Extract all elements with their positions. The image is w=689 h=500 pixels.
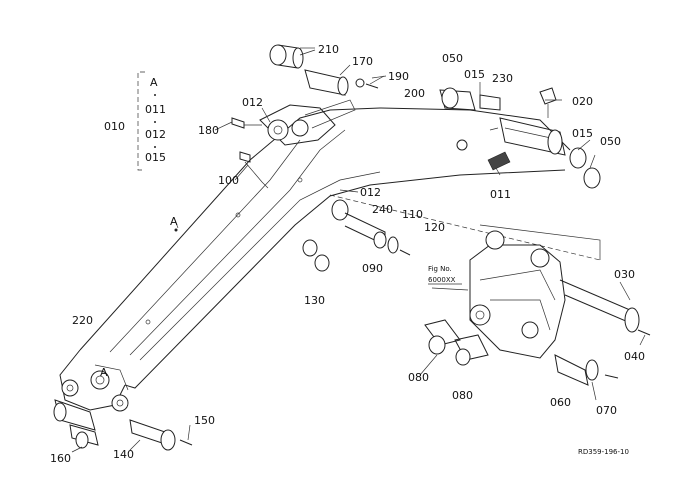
- callout-a-dot: [174, 228, 178, 232]
- callout-020: 020: [572, 95, 593, 108]
- pin-170: [304, 69, 385, 96]
- callout-080-bottom: 080: [452, 389, 473, 402]
- legend-item-a: A: [150, 76, 158, 89]
- callout-012-mid: 012: [360, 186, 381, 199]
- callout-060: 060: [550, 396, 571, 409]
- bottom-pin-set: [53, 399, 193, 451]
- callout-180: 180: [198, 124, 219, 137]
- callout-110: 110: [402, 208, 423, 221]
- callout-150: 150: [194, 414, 215, 427]
- legend-item-011: 011: [145, 103, 166, 116]
- callout-050-top: 050: [442, 52, 463, 65]
- fig-ref-line2: 6000XX: [428, 276, 456, 284]
- legend-item-012: 012: [145, 128, 166, 141]
- callout-080-left: 080: [408, 371, 429, 384]
- legend-bracket: [137, 71, 145, 171]
- drawing-code: RD359-196-10: [578, 448, 629, 456]
- callout-a-end: A: [100, 366, 108, 379]
- callout-240: 240: [372, 203, 393, 216]
- callout-090: 090: [362, 262, 383, 275]
- leader-lines: [71, 47, 646, 453]
- cylinder-end-assembly: [439, 87, 601, 189]
- legend-group: 010 A 011 012 015: [104, 71, 166, 171]
- callout-190: 190: [388, 70, 409, 83]
- callout-160: 160: [50, 452, 71, 465]
- callout-070: 070: [596, 404, 617, 417]
- legend-dot: [154, 121, 156, 123]
- swing-bracket-assembly: [424, 224, 651, 386]
- callout-012-top: 012: [242, 96, 263, 109]
- callout-210: 210: [318, 43, 339, 56]
- figure-reference: Fig No. 6000XX: [428, 265, 462, 285]
- callout-015-top: 015: [464, 68, 485, 81]
- callout-100: 100: [218, 174, 239, 187]
- callout-011: 011: [490, 188, 511, 201]
- callout-labels: 210 170 190 200 050 015 230 020 015 050 …: [50, 43, 645, 465]
- boom-arm: [59, 107, 571, 412]
- boom-head-bracket: [259, 99, 356, 146]
- callout-200: 200: [404, 87, 425, 100]
- callout-120: 120: [424, 221, 445, 234]
- fig-ref-line1: Fig No.: [428, 265, 452, 273]
- middle-pin-set: [302, 194, 601, 272]
- callout-220: 220: [72, 314, 93, 327]
- callout-015-right: 015: [572, 127, 593, 140]
- callout-050-right: 050: [600, 135, 621, 148]
- pin-210: [269, 44, 316, 69]
- legend-dot: [154, 146, 156, 148]
- legend-dot: [154, 94, 156, 96]
- legend-group-label: 010: [104, 120, 125, 133]
- callout-040: 040: [624, 350, 645, 363]
- callout-030: 030: [614, 268, 635, 281]
- callout-230: 230: [492, 72, 513, 85]
- callout-140: 140: [113, 448, 134, 461]
- callout-170: 170: [352, 55, 373, 68]
- callout-130: 130: [304, 294, 325, 307]
- legend-item-015: 015: [145, 151, 166, 164]
- callout-a-boom: A: [170, 215, 178, 228]
